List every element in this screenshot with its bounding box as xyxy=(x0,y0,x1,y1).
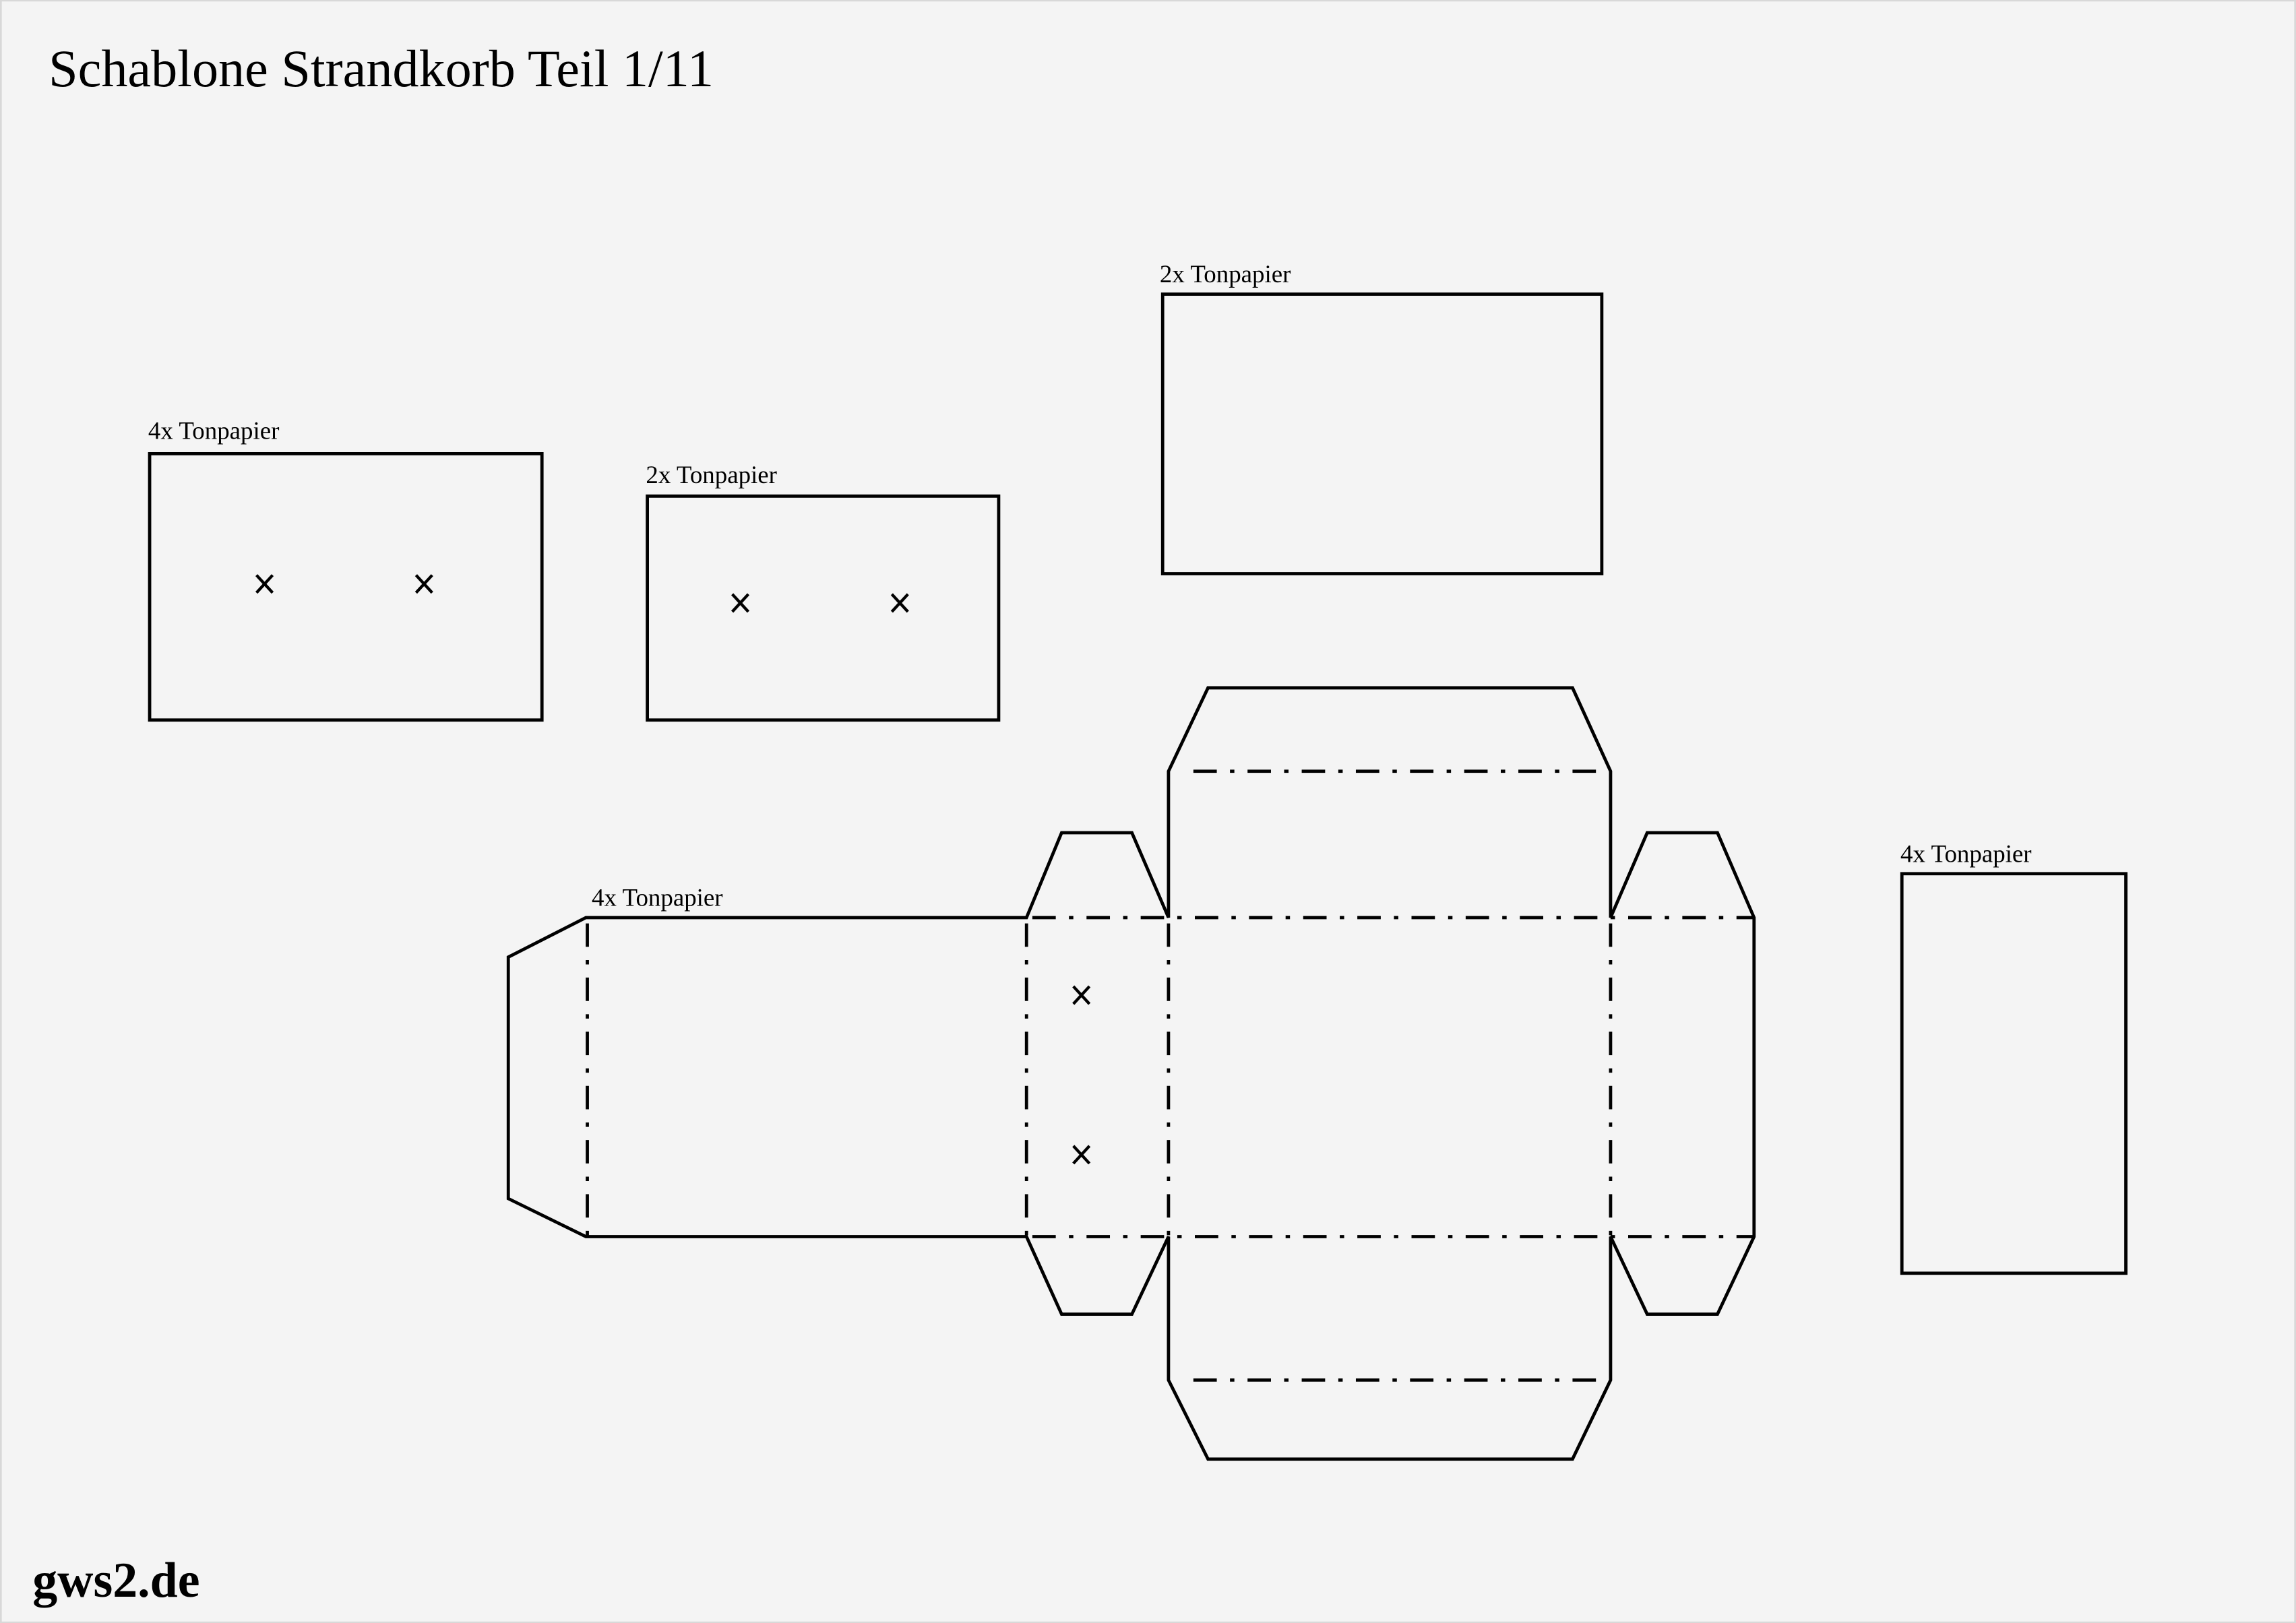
piece-rect-5: 4x Tonpapier xyxy=(1900,839,2128,1275)
site-footer: gws2.de xyxy=(32,1552,199,1608)
piece-rect-3: 2x Tonpapier xyxy=(1160,260,1604,575)
cut-outline xyxy=(1160,292,1604,575)
cut-outline xyxy=(148,452,544,722)
piece-label: 2x Tonpapier xyxy=(646,461,777,488)
piece-label: 2x Tonpapier xyxy=(1160,260,1291,288)
cut-outline xyxy=(1900,872,2128,1275)
hole-mark-icon xyxy=(731,593,750,613)
cut-outline xyxy=(646,494,1001,722)
piece-rect-1: 4x Tonpapier xyxy=(148,417,544,722)
cut-outline xyxy=(506,686,1756,1461)
hole-mark-icon xyxy=(255,574,274,594)
page-title: Schablone Strandkorb Teil 1/11 xyxy=(49,39,714,98)
hole-mark-icon xyxy=(414,574,433,594)
fold-lines xyxy=(586,769,1754,1382)
piece-label: 4x Tonpapier xyxy=(592,884,723,912)
piece-label: 4x Tonpapier xyxy=(148,417,280,445)
piece-label: 4x Tonpapier xyxy=(1900,839,2032,867)
hole-mark-icon xyxy=(1072,1145,1091,1165)
hole-mark-icon xyxy=(890,593,909,613)
hole-mark-icon xyxy=(1072,985,1091,1005)
piece-rect-2: 2x Tonpapier xyxy=(646,461,1001,722)
piece-box-net: 4x Tonpapier xyxy=(506,686,1756,1461)
